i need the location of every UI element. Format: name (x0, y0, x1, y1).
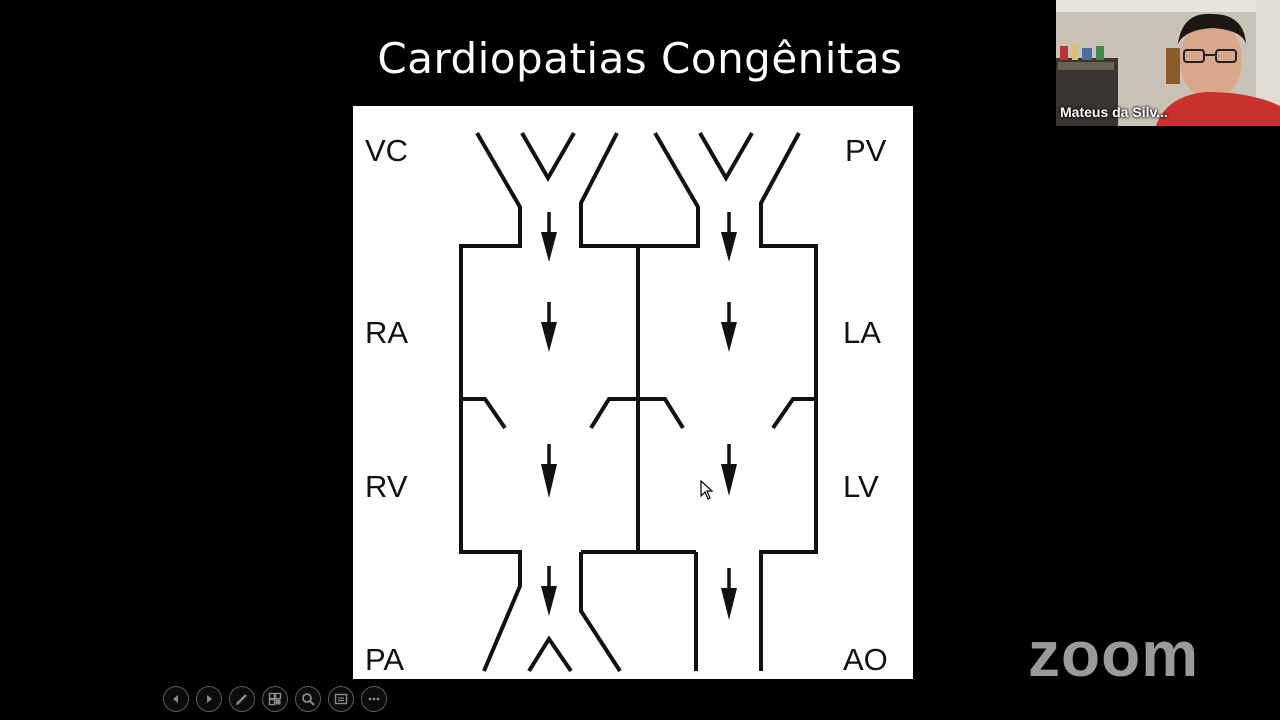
flow-arrow-rv (541, 444, 557, 498)
previous-slide-button[interactable] (163, 686, 189, 712)
label-lv: LV (843, 469, 879, 504)
pulmonary-artery-right-wall (579, 552, 622, 673)
flow-arrow-pa (541, 566, 557, 616)
label-rv: RV (365, 469, 408, 504)
participant-video-feed (1056, 0, 1280, 126)
participant-name: Mateus da Silv... (1060, 104, 1168, 120)
participant-video-tile[interactable]: Mateus da Silv... (1056, 0, 1280, 126)
flow-arrow-la (721, 302, 737, 352)
zoom-slide-button[interactable] (295, 686, 321, 712)
label-la: LA (843, 315, 881, 350)
flow-arrow-pv (721, 212, 737, 262)
zoom-logo: zoom (1028, 618, 1200, 690)
next-slide-button[interactable] (196, 686, 222, 712)
pulmonary-veins-right-wall (759, 132, 818, 671)
vena-cava-right-wall (579, 132, 638, 248)
next-slide-icon (207, 695, 212, 703)
pulmonary-artery-branch (527, 635, 573, 673)
more-options-button[interactable] (361, 686, 387, 712)
vena-cava-branch (520, 131, 576, 182)
tricuspid-valve-right (589, 397, 638, 430)
mouse-cursor-icon (700, 480, 714, 500)
subtitles-button[interactable] (328, 686, 354, 712)
diagram-canvas: VC PV RA LA RV LV PA AO (365, 131, 888, 677)
label-ra: RA (365, 315, 408, 350)
subtitles-icon (334, 693, 348, 705)
flow-arrow-vc (541, 212, 557, 262)
tricuspid-valve-left (461, 397, 507, 430)
vena-cava-left-wall (459, 131, 522, 672)
slides-grid-icon (268, 692, 282, 706)
flow-arrow-lv (721, 444, 737, 496)
label-ao: AO (843, 642, 888, 677)
flow-arrow-ao (721, 568, 737, 620)
pulmonary-veins-left-wall (638, 131, 700, 248)
pen-tool-button[interactable] (229, 686, 255, 712)
label-pa: PA (365, 642, 404, 677)
flow-arrow-ra (541, 302, 557, 352)
presentation-controls (163, 686, 387, 712)
slide-title: Cardiopatias Congênitas (377, 34, 903, 83)
zoom-magnifier-icon (302, 693, 315, 706)
mitral-valve-left (638, 397, 685, 430)
pen-icon (236, 694, 247, 705)
see-all-slides-button[interactable] (262, 686, 288, 712)
previous-slide-icon (173, 695, 178, 703)
label-vc: VC (365, 133, 408, 168)
mitral-valve-right (771, 397, 816, 430)
pulmonary-veins-branch (698, 131, 754, 182)
more-options-icon (368, 697, 380, 701)
label-pv: PV (845, 133, 887, 168)
heart-circulation-diagram: VC PV RA LA RV LV PA AO (353, 106, 913, 679)
